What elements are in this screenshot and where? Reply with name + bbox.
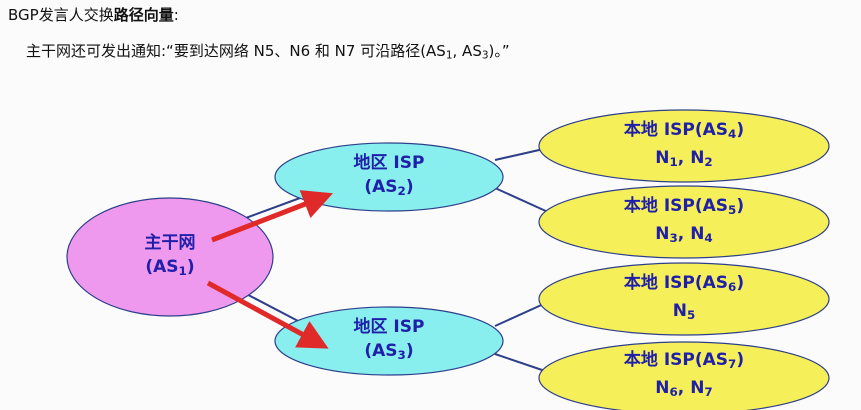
subtitle-mid: , AS [452,42,482,60]
subtitle-sub1: 1 [445,49,453,62]
local-as6-ellipse [538,262,830,336]
regional-as2-node: 地区 ISP (AS2) [275,143,503,211]
heading-prefix: BGP发言人交换 [8,6,114,24]
arrow-backbone-to-as3 [206,280,329,349]
regional-as3-label: 地区 ISP [353,317,425,338]
link-as2-as5 [494,187,549,213]
backbone-label: 主干网 [144,233,196,254]
regional-as2-label: 地区 ISP [353,153,425,174]
backbone-ellipse [66,197,274,317]
slide-heading: BGP发言人交换路径向量: [8,4,179,25]
backbone-node: 主干网 (AS1) [67,198,273,316]
local-as6-node: 本地 ISP(AS6) N5 [539,263,829,335]
local-as6-networks: N5 [672,301,696,322]
local-as7-ellipse [538,341,830,410]
arrow-backbone-to-as2 [211,190,333,243]
link-as3-as6 [494,301,549,327]
local-as6-label: 本地 ISP(AS6) [623,273,745,294]
regional-as3-as-label: (AS3) [364,341,414,362]
local-as4-ellipse [538,109,830,183]
regional-as3-node: 地区 ISP (AS3) [275,307,503,375]
backbone-as-label: (AS1) [145,257,195,278]
regional-as2-as-label: (AS2) [364,177,414,198]
local-as7-label: 本地 ISP(AS7) [623,350,745,371]
local-as5-label: 本地 ISP(AS5) [623,196,745,217]
local-as5-networks: N3, N4 [655,224,713,245]
regional-as3-ellipse [274,306,504,376]
heading-suffix: : [173,6,179,24]
slide-subtitle: 主干网还可发出通知:“要到达网络 N5、N6 和 N7 可沿路径(AS1, AS… [26,40,510,62]
local-as7-node: 本地 ISP(AS7) N6, N7 [539,342,829,410]
subtitle-text-before: 主干网还可发出通知:“要到达网络 N5、N6 和 N7 可沿路径(AS [26,42,446,60]
local-as4-node: 本地 ISP(AS4) N1, N2 [539,110,829,182]
subtitle-sub2: 3 [481,49,489,62]
local-as4-networks: N1, N2 [655,148,713,169]
local-as7-networks: N6, N7 [655,378,713,399]
local-as5-node: 本地 ISP(AS5) N3, N4 [539,186,829,258]
local-as4-label: 本地 ISP(AS4) [623,120,745,141]
subtitle-text-after: )。” [488,42,510,60]
local-as5-ellipse [538,185,830,259]
heading-bold: 路径向量 [113,6,174,24]
link-as3-as7 [494,353,549,373]
